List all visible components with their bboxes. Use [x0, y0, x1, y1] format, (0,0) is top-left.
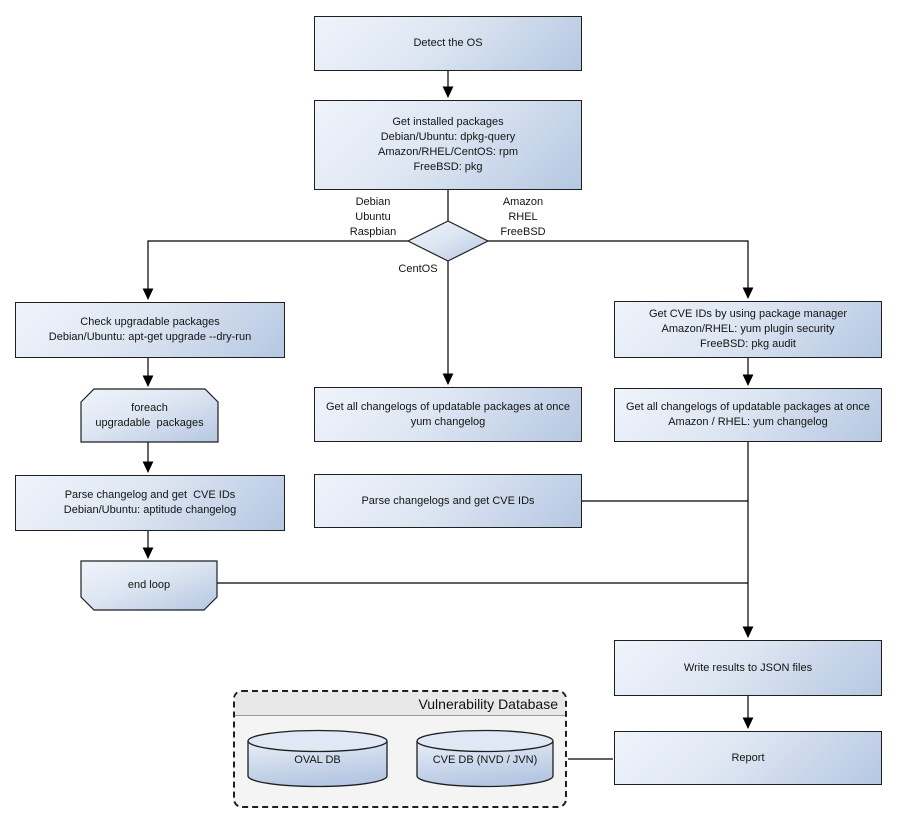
cve-db-cylinder: [416, 729, 554, 788]
node-report: Report: [614, 731, 882, 785]
node-check-upgradable-packages: Check upgradable packages Debian/Ubuntu:…: [15, 302, 285, 358]
node-write-results-json: Write results to JSON files: [614, 640, 882, 696]
vulnerability-database-title: Vulnerability Database: [235, 692, 565, 716]
branch-label-centos: CentOS: [398, 263, 438, 275]
node-get-cve-ids-right: Get CVE IDs by using package manager Ama…: [614, 301, 882, 358]
node-get-changelogs-centos: Get all changelogs of updatable packages…: [314, 387, 582, 442]
oval-db-cylinder: [247, 729, 388, 788]
edge-diamond-right: [488, 240, 754, 300]
branch-label-debian: Debian Ubuntu Raspbian: [349, 196, 397, 238]
plain-connectors: [217, 190, 748, 760]
foreach-loop-shape: [80, 388, 219, 443]
edge-diamond-left: [142, 240, 408, 301]
os-decision-diamond: [406, 220, 490, 262]
node-detect-os: Detect the OS: [314, 16, 582, 71]
node-get-changelogs-right: Get all changelogs of updatable packages…: [614, 388, 882, 442]
node-get-installed-packages: Get installed packages Debian/Ubuntu: dp…: [314, 100, 582, 190]
arrow-connectors: [142, 71, 754, 730]
end-loop-shape: [80, 560, 218, 611]
node-parse-changelog-left: Parse changelog and get CVE IDs Debian/U…: [15, 475, 285, 531]
branch-label-amazon: Amazon RHEL FreeBSD: [500, 196, 546, 238]
node-parse-changelogs-centos: Parse changelogs and get CVE IDs: [314, 474, 582, 528]
